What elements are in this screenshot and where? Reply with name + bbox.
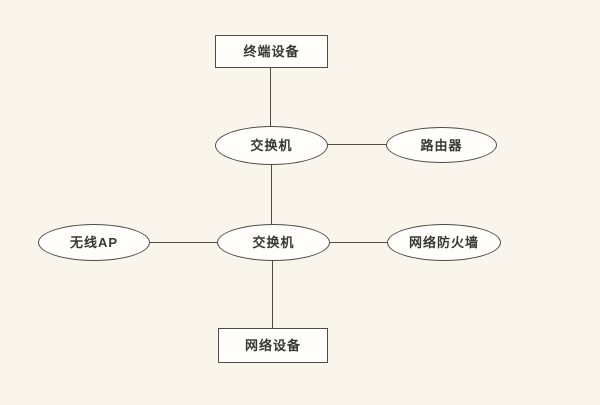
node-switch-mid: 交换机 (217, 224, 330, 261)
node-switch-top: 交换机 (215, 126, 328, 165)
edge-switch-top-to-router (327, 144, 387, 145)
edge-switch-mid-to-firewall (329, 242, 388, 243)
node-switch-top-label: 交换机 (250, 138, 293, 153)
node-router: 路由器 (386, 127, 497, 163)
node-switch-mid-label: 交换机 (252, 235, 295, 250)
node-router-label: 路由器 (420, 137, 463, 153)
edge-terminal-to-switch-top (270, 68, 271, 126)
node-network-device: 网络设备 (218, 328, 328, 363)
node-wireless-ap: 无线AP (38, 224, 150, 261)
edge-switch-mid-to-network-device (272, 260, 273, 329)
node-terminal-device: 终端设备 (215, 35, 328, 68)
node-wireless-ap-label: 无线AP (69, 235, 119, 250)
node-terminal-device-label: 终端设备 (243, 44, 300, 59)
edge-switch-top-to-switch-mid (271, 164, 272, 225)
node-firewall: 网络防火墙 (387, 224, 501, 261)
node-firewall-label: 网络防火墙 (408, 235, 479, 250)
edge-wireless-ap-to-switch-mid (149, 242, 218, 243)
node-network-device-label: 网络设备 (244, 338, 301, 353)
